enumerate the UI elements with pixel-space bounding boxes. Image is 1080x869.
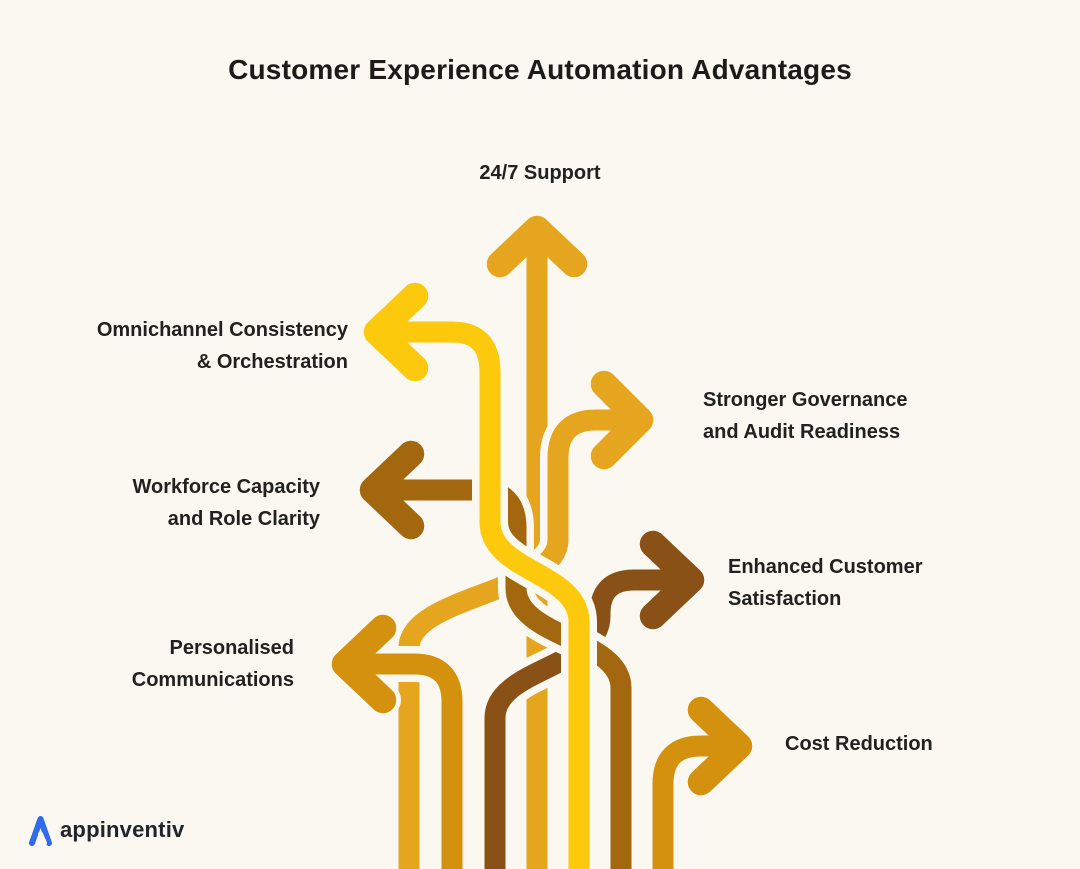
arrow-left-icon bbox=[331, 614, 397, 714]
arrow-left-icon bbox=[359, 440, 425, 540]
label-line: and Role Clarity bbox=[167, 508, 320, 530]
label-workforce: Workforce Capacity and Role Clarity bbox=[133, 471, 320, 535]
label-line: Omnichannel Consistency bbox=[96, 319, 348, 341]
arrow-cost-reduction bbox=[645, 692, 757, 869]
label-personalised: Personalised Communications bbox=[132, 632, 294, 696]
arrow-right-icon bbox=[639, 530, 705, 630]
label-line: & Orchestration bbox=[196, 351, 348, 373]
label-24-7-support: 24/7 Support bbox=[390, 157, 690, 189]
label-line: Enhanced Customer bbox=[728, 556, 923, 578]
label-omnichannel: Omnichannel Consistency & Orchestration bbox=[97, 314, 348, 378]
label-line: Communications bbox=[131, 669, 294, 691]
arrow-shaft bbox=[393, 321, 590, 869]
arrow-shaft bbox=[398, 409, 626, 869]
label-line: Workforce Capacity bbox=[132, 476, 320, 498]
label-governance: Stronger Governance and Audit Readiness bbox=[703, 384, 908, 448]
label-line: 24/7 Support bbox=[479, 162, 601, 184]
arrow-personalised-communications bbox=[327, 610, 470, 869]
label-enhanced-satisfaction: Enhanced Customer Satisfaction bbox=[728, 551, 922, 615]
label-line: Personalised bbox=[169, 637, 294, 659]
appinventiv-logo: appinventiv bbox=[28, 812, 184, 848]
arrow-shaft bbox=[361, 653, 463, 869]
arrow-left-icon bbox=[363, 282, 429, 382]
arrow-omnichannel bbox=[359, 278, 597, 869]
label-line: and Audit Readiness bbox=[703, 421, 901, 443]
label-line: Cost Reduction bbox=[785, 733, 933, 755]
arrow-up-icon bbox=[486, 215, 588, 278]
arrow-right-icon bbox=[590, 370, 654, 470]
logo-mark-icon bbox=[29, 816, 52, 846]
label-line: Satisfaction bbox=[728, 588, 842, 610]
logo-text: appinventiv bbox=[60, 817, 185, 842]
label-line: Stronger Governance bbox=[703, 389, 908, 411]
arrow-shaft bbox=[652, 735, 723, 869]
label-cost-reduction: Cost Reduction bbox=[785, 728, 933, 760]
arrow-stronger-governance bbox=[391, 366, 658, 869]
page-title: Customer Experience Automation Advantage… bbox=[228, 54, 852, 85]
arrow-right-icon bbox=[687, 696, 753, 796]
